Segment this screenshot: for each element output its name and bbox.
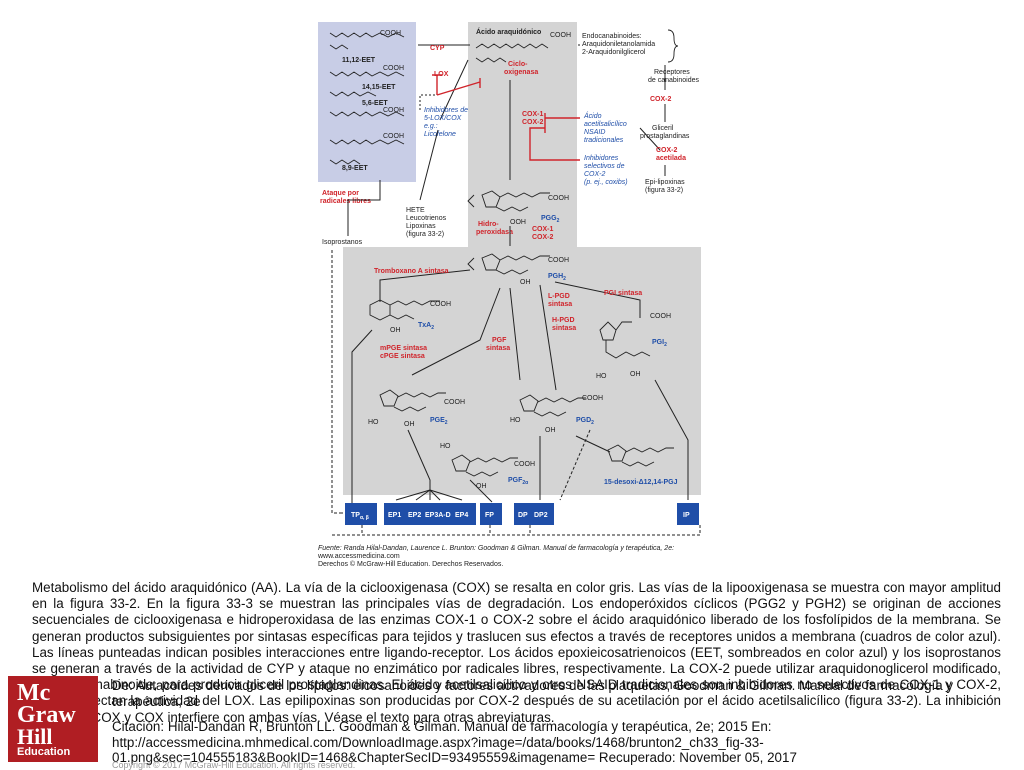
pgf2a-ho: HO [440, 443, 451, 450]
pgh2-label: PGH2 [548, 273, 566, 282]
pgi-synthase-label: PGI sintasa [604, 290, 642, 297]
pge2-label: PGE2 [430, 417, 448, 426]
eet-label-1415: 14,15-EET [362, 84, 396, 91]
txa2-label: TxA2 [418, 322, 434, 331]
pgd2-label: PGD2 [576, 417, 594, 426]
pgd2-molecule [519, 394, 586, 417]
pgg2-molecule [481, 190, 550, 212]
txa2-molecule [369, 299, 440, 321]
diagram-web-text: www.accessmedicina.com [317, 553, 400, 560]
source-from: De: Autacoides derivados de los lípidos:… [112, 678, 954, 709]
pge2-molecule [379, 389, 446, 412]
dashed-interactions [332, 512, 701, 536]
eet-cooh-1: COOH [380, 30, 401, 37]
arachidonic-acid-pathway-diagram: COOH COOH COOH COOH 11,12-EET 14,15-EET … [317, 22, 701, 568]
pgf2a-molecule [451, 454, 518, 477]
receptor-boxes [345, 503, 699, 525]
ep4-receptor-label: EP4 [455, 512, 468, 519]
dp2-receptor-label: DP2 [534, 512, 548, 519]
pgf2a-cooh: COOH [514, 461, 535, 468]
pgi2-molecule [599, 321, 651, 359]
pgh2-cooh: COOH [548, 257, 569, 264]
pgh2-molecule [481, 253, 550, 275]
figure-caption: Metabolismo del ácido araquidónico (AA).… [32, 580, 1001, 725]
pgd2-ho: HO [510, 417, 521, 424]
cox-region-bottom [343, 247, 701, 495]
cox-region-top [468, 22, 577, 274]
tp-receptor-label: TPα, β [351, 512, 369, 521]
cyp-label: CYP [430, 45, 445, 52]
pgd2-oh: OH [545, 427, 556, 434]
pge2-oh: OH [404, 421, 415, 428]
thromboxane-synthase-label: Tromboxano A sintasa [374, 268, 449, 275]
pge2-cooh: COOH [444, 399, 465, 406]
pgg2-ooh: OOH [510, 219, 526, 226]
eet-cooh-4: COOH [383, 133, 404, 140]
txa2-cooh: COOH [430, 301, 451, 308]
eet-shaded-region [318, 22, 416, 182]
isoprostanes-label: Isoprostanos [322, 239, 363, 246]
pgd2-cooh: COOH [582, 395, 603, 402]
eet-cooh-3: COOH [383, 107, 404, 114]
eet-cooh-2: COOH [383, 65, 404, 72]
pgg2-cooh: COOH [548, 195, 569, 202]
diagram-source-text: Fuente: Randa Hilal-Dandan, Laurence L. … [318, 545, 674, 552]
ip-receptor-label: IP [683, 512, 690, 519]
pge2-ho: HO [368, 419, 379, 426]
eet-label-56: 5,6-EET [362, 100, 388, 107]
hydroperoxidase-label: Hidro-peroxidasa [476, 221, 513, 236]
dp-receptor-label: DP [518, 512, 528, 519]
txa2-oh: OH [390, 327, 401, 334]
copyright-text: Copyright © 2017 McGraw-Hill Education. … [112, 760, 356, 770]
pgj2-molecule [607, 444, 674, 467]
fp-receptor-label: FP [485, 512, 494, 519]
pgf2a-oh: OH [476, 483, 487, 490]
cyclooxygenase-label: Ciclo-oxigenasa [504, 61, 538, 76]
source-citation: De: Autacoides derivados de los lípidos:… [112, 678, 1002, 766]
ep2-receptor-label: EP2 [408, 512, 421, 519]
cox2-right-label: COX-2 [650, 96, 672, 103]
diagram-rights-text: Derechos © McGraw-Hill Education. Derech… [318, 560, 503, 568]
arachidonic-acid-label: Ácido araquidónico [476, 27, 541, 36]
epi-lipoxins-label: Epi-lipoxinas(figura 33-2) [645, 179, 685, 194]
pgh2-oh: OH [520, 279, 531, 286]
pgi2-ho: HO [596, 373, 607, 380]
pgi2-cooh: COOH [650, 313, 671, 320]
pgj2-label: 15-desoxi-Δ12,14-PGJ [604, 479, 678, 486]
eet-molecules [329, 32, 405, 165]
pgf2a-label: PGF2α [508, 477, 529, 486]
pgi2-label: PGI2 [652, 339, 667, 348]
pgi2-oh: OH [630, 371, 641, 378]
arachidonic-acid-cooh: COOH [550, 32, 571, 39]
arachidonic-acid-molecule [475, 43, 549, 49]
source-citation-link[interactable]: Citación: Hilal-Dandan R, Brunton LL. Go… [112, 719, 797, 766]
ep1-receptor-label: EP1 [388, 512, 401, 519]
pgg2-label: PGG2 [541, 215, 560, 224]
mcgraw-hill-logo: Mc Graw Hill Education [8, 676, 98, 762]
eet-label-89: 8,9-EET [342, 165, 368, 172]
eet-label-1112: 11,12-EET [342, 57, 376, 64]
ep3-receptor-label: EP3A-D [425, 512, 451, 519]
